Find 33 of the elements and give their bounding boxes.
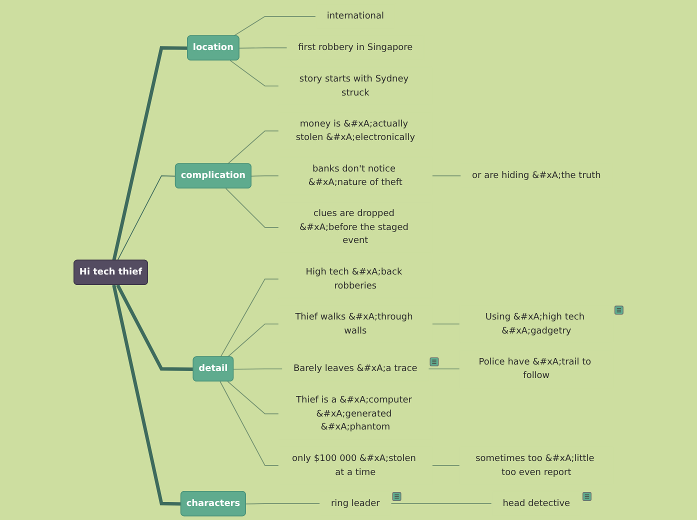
connector xyxy=(233,16,316,36)
node-text: first robbery in Singapore xyxy=(298,42,413,53)
connector xyxy=(227,324,280,358)
connector xyxy=(390,503,492,504)
node-text: story starts with Sydney struck xyxy=(299,74,409,98)
connector xyxy=(227,381,280,414)
connector xyxy=(432,175,462,176)
connector xyxy=(428,368,460,370)
node-text: international xyxy=(326,11,384,22)
connector xyxy=(246,503,320,504)
node-text: money is &#xA;actually stolen &#xA;electronically xyxy=(296,118,416,143)
connector xyxy=(238,47,288,49)
connector xyxy=(112,284,182,506)
node-text: sometimes too &#xA;little too even report xyxy=(476,453,594,478)
connector xyxy=(233,368,283,370)
connector xyxy=(112,46,188,261)
connector xyxy=(227,130,280,164)
connector xyxy=(220,381,280,466)
connector xyxy=(230,60,280,86)
node-text: Police have &#xA;trail to follow xyxy=(478,356,592,381)
node-text: only $100 000 &#xA;stolen at a time xyxy=(292,453,416,478)
connector xyxy=(251,175,280,177)
node-text: High tech &#xA;back robberies xyxy=(306,266,402,291)
node-text: Thief walks &#xA;through walls xyxy=(295,312,413,336)
connector xyxy=(117,175,176,261)
connector xyxy=(225,188,280,228)
node-text: clues are dropped &#xA;before the staged event xyxy=(299,208,408,246)
connector xyxy=(116,284,194,371)
node-text: banks don't notice &#xA;nature of theft xyxy=(308,164,402,188)
node-text: Thief is a &#xA;computer &#xA;generated &#xA;phantom xyxy=(296,394,412,432)
node-text: or are hiding &#xA;the truth xyxy=(472,170,601,181)
connector xyxy=(220,278,280,358)
connector xyxy=(432,465,460,466)
